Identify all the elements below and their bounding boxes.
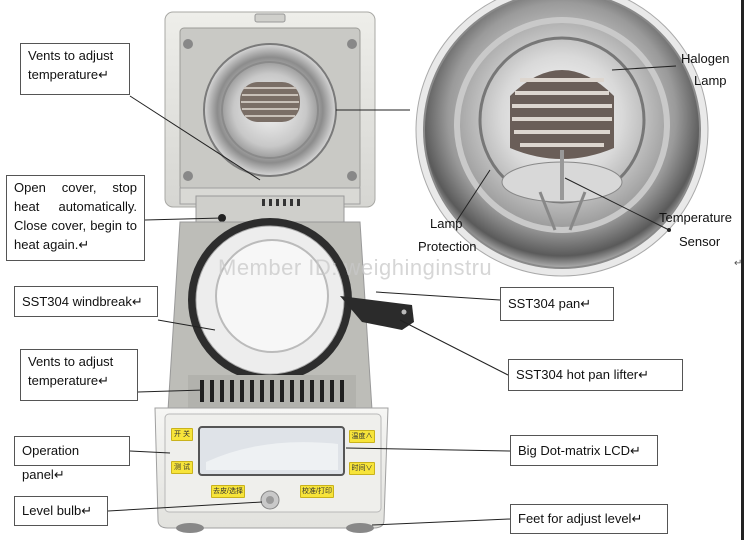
paragraph-mark: ↵ — [98, 67, 109, 82]
callout-hot-pan-lifter-text: SST304 hot pan lifter — [516, 367, 639, 382]
tare-key: 去皮/选择 — [211, 485, 245, 498]
paragraph-mark: ↵ — [580, 296, 592, 311]
label-sensor: Sensor — [679, 234, 721, 249]
paragraph-mark: ↵ — [78, 237, 90, 252]
callout-windbreak: SST304 windbreak↵ — [14, 286, 158, 317]
callout-windbreak-text: SST304 windbreak — [22, 294, 132, 309]
callout-feet: Feet for adjust level↵ — [510, 504, 668, 534]
power-key: 开 关 — [171, 428, 193, 441]
paragraph-mark: ↵ — [53, 467, 65, 482]
callout-pan: SST304 pan↵ — [500, 287, 614, 321]
time-down-key: 时间∨ — [349, 462, 375, 475]
paragraph-mark: ↵ — [81, 503, 93, 518]
label-halogen: Halogen — [681, 51, 730, 66]
callout-vents-bottom: Vents to adjust temperature↵ — [20, 349, 138, 401]
paragraph-mark: ↵ — [638, 367, 650, 382]
callout-vents-top: Vents to adjust temperature↵ — [20, 43, 130, 95]
callout-open-cover-text: Open cover, stop heat automatically. Clo… — [14, 180, 137, 252]
callout-operation-panel: Operation panel↵ — [14, 436, 130, 482]
device-base — [167, 218, 414, 411]
callout-operation-panel-text: Operation panel — [22, 443, 80, 482]
callout-pan-text: SST304 pan — [508, 296, 581, 311]
watermark: Member ID: weighinginstru — [218, 255, 493, 280]
label-lamp: Lamp — [694, 73, 727, 88]
paragraph-mark: ↵ — [734, 258, 743, 269]
label-lamp-protection-line2: Protection — [418, 239, 477, 254]
callout-lcd-text: Big Dot-matrix LCD — [518, 443, 630, 458]
callout-open-cover: Open cover, stop heat automatically. Clo… — [6, 175, 145, 261]
callout-feet-text: Feet for adjust level — [518, 511, 632, 526]
calibrate-key: 校准/打印 — [300, 485, 334, 498]
label-lamp-protection-line1: Lamp — [430, 216, 463, 231]
callout-vents-bottom-text: Vents to adjust temperature — [28, 354, 114, 388]
leader-lines — [107, 65, 677, 526]
device-lid — [164, 11, 376, 208]
paragraph-mark: ↵ — [629, 443, 641, 458]
test-key: 测 试 — [171, 461, 193, 474]
callout-level-bulb-text: Level bulb — [22, 503, 82, 518]
paragraph-mark: ↵ — [631, 511, 643, 526]
callout-hot-pan-lifter: SST304 hot pan lifter↵ — [508, 359, 683, 391]
lamp-closeup — [415, 0, 709, 277]
temp-up-key: 温度∧ — [349, 430, 375, 443]
paragraph-mark: ↵ — [131, 294, 143, 309]
callout-vents-top-text: Vents to adjust temperature — [28, 48, 114, 82]
paragraph-mark: ↵ — [98, 373, 109, 388]
callout-lcd: Big Dot-matrix LCD↵ — [510, 435, 658, 466]
label-temperature: Temperature — [659, 210, 732, 225]
callout-level-bulb: Level bulb↵ — [14, 496, 108, 526]
right-edge-bar — [741, 0, 744, 540]
